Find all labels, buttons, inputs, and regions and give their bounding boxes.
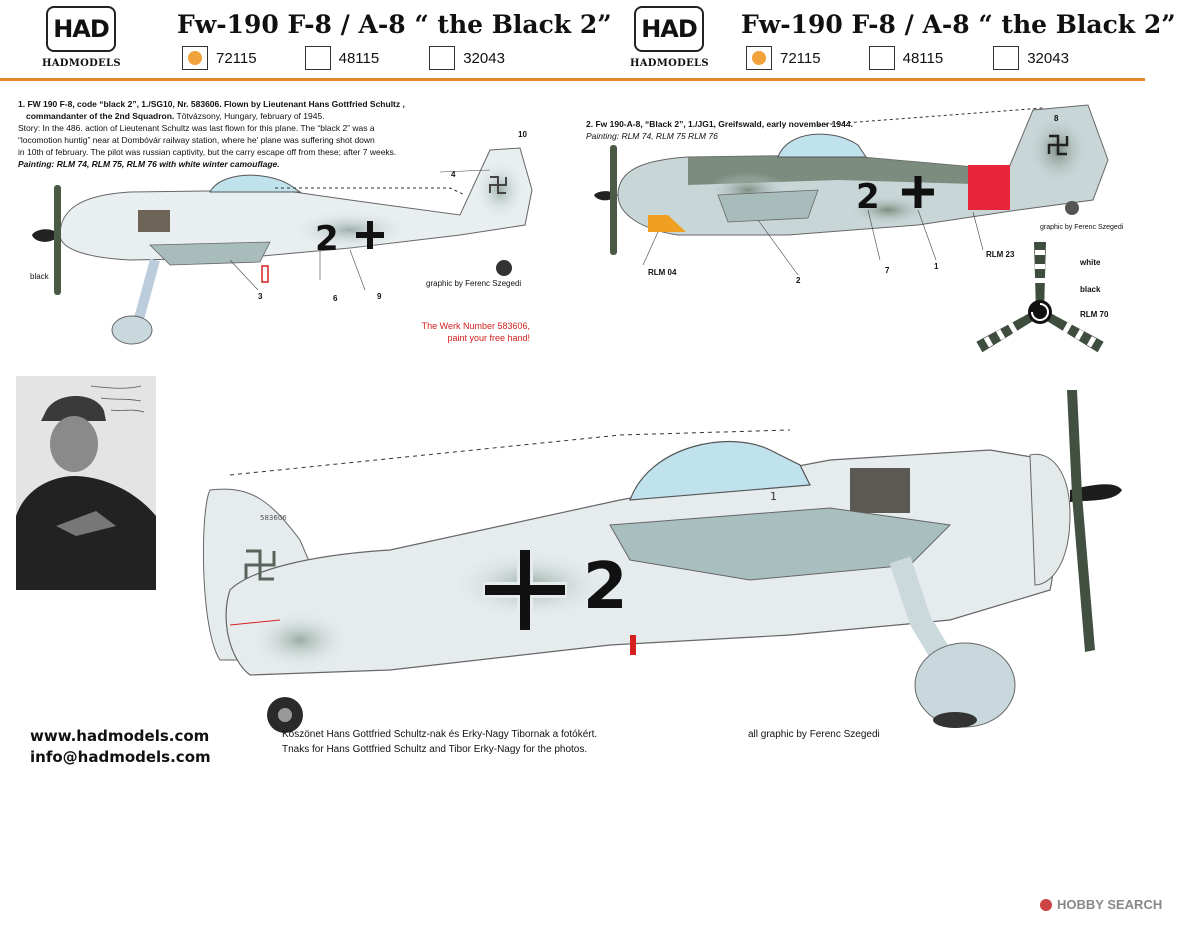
werk-number-note: The Werk Number 583606, paint your free … — [400, 320, 530, 344]
werk-number-line1: The Werk Number 583606, — [421, 321, 530, 331]
scale-72-label: 72115 — [216, 49, 257, 67]
scale-32-checkbox-right[interactable] — [993, 46, 1020, 70]
scale-48-checkbox-right[interactable] — [868, 46, 895, 70]
p2-callout-1: 1 — [934, 262, 939, 271]
p1-callout-10: 10 — [518, 130, 527, 139]
page-title-left: Fw-190 F-8 / A-8 “ the Black 2” — [177, 10, 612, 39]
prop-label-black: black — [1080, 285, 1101, 294]
photo-credits: Köszönet Hans Gottfried Schultz-nak és E… — [282, 727, 597, 757]
scale-selector-left: 72115 48115 32043 — [182, 46, 505, 70]
profile2-title: 2. Fw 190-A-8, “Black 2”, 1./JG1, Greifs… — [586, 119, 853, 129]
had-logo-subtitle-right: HADMODELS — [630, 58, 709, 69]
profile1-caption: 1. FW 190 F-8, code “black 2”, 1./SG10, … — [18, 98, 538, 170]
scale-48-checkbox[interactable] — [304, 46, 331, 70]
main-serial: 583606 — [260, 514, 287, 522]
p1-callout-6: 6 — [333, 294, 338, 303]
profile1-story-1: Story: In the 486. action of Lieutenant … — [18, 123, 375, 133]
p2-rlm23: RLM 23 — [986, 250, 1015, 259]
scale-selector-right: 72115 48115 32043 — [746, 46, 1069, 70]
email-link[interactable]: info@hadmodels.com — [30, 748, 211, 766]
pilot-photo — [16, 376, 156, 590]
scale-48-label: 48115 — [338, 49, 380, 67]
p2-rlm04: RLM 04 — [648, 268, 677, 277]
scale-72-label-right: 72115 — [780, 49, 821, 67]
had-logo-mark: HAD — [46, 6, 116, 52]
werk-number-line2: paint your free hand! — [447, 333, 530, 343]
all-graphic-credit: all graphic by Ferenc Szegedi — [748, 729, 880, 740]
thanks-hungarian: Köszönet Hans Gottfried Schultz-nak és E… — [282, 729, 598, 740]
website-link[interactable]: www.hadmodels.com — [30, 727, 210, 745]
p1-callout-4: 4 — [451, 170, 456, 179]
profile2-painting: Painting: RLM 74, RLM 75 RLM 76 — [586, 131, 718, 141]
main-code: 2 — [583, 550, 628, 624]
page-title-right: Fw-190 F-8 / A-8 “ the Black 2” — [741, 10, 1176, 39]
prop-label-white: white — [1080, 258, 1101, 267]
prop-label-rlm70: RLM 70 — [1080, 310, 1109, 319]
scale-32-checkbox[interactable] — [429, 46, 456, 70]
hobbysearch-logo-icon — [1040, 898, 1052, 911]
profile2-aircraft: 2 — [594, 104, 1109, 276]
profile1-story-3: in 10th of february. The pilot was russi… — [18, 147, 397, 157]
profile2-caption: 2. Fw 190-A-8, “Black 2”, 1./JG1, Greifs… — [586, 118, 886, 142]
profile1-title: 1. FW 190 F-8, code “black 2”, 1./SG10, … — [18, 99, 405, 109]
p2-callout-7: 7 — [885, 266, 890, 275]
profile1-painting: Painting: RLM 74, RLM 75, RLM 76 with wh… — [18, 159, 280, 169]
p2-credit: graphic by Ferenc Szegedi — [1040, 224, 1124, 231]
scale-32-label-right: 32043 — [1027, 49, 1069, 67]
propeller-diagram — [976, 242, 1104, 353]
profile1-aircraft: 2 — [32, 147, 533, 345]
profile1-title-line2: commandanter of the 2nd Squadron. — [26, 111, 175, 121]
profile1-place: Tötvázsony, Hungary, february of 1945. — [176, 111, 325, 121]
scale-32-label: 32043 — [463, 49, 505, 67]
had-logo-subtitle: HADMODELS — [42, 58, 121, 69]
p1-callout-9: 9 — [377, 292, 382, 301]
main-callout-1: 1 — [770, 490, 777, 503]
p1-label-black: black — [30, 272, 49, 281]
p1-credit: graphic by Ferenc Szegedi — [426, 279, 522, 288]
scale-72-checkbox[interactable] — [182, 46, 208, 70]
profile1-code: 2 — [315, 219, 339, 259]
thanks-english: Tnaks for Hans Gottfried Schultz and Tib… — [282, 744, 588, 755]
main-aircraft-profile: 2 1 583606 — [202, 390, 1122, 733]
scale-72-checkbox-right[interactable] — [746, 46, 772, 70]
watermark: HOBBY SEARCH — [1040, 897, 1162, 912]
selected-dot-icon — [188, 51, 202, 65]
had-logo-mark-right: HAD — [634, 6, 704, 52]
p2-callout-8: 8 — [1054, 114, 1059, 123]
header-divider — [0, 78, 1145, 81]
profile1-story-2: “locomotion huntig” near at Dombóvár rai… — [18, 135, 375, 145]
watermark-text: HOBBY SEARCH — [1057, 897, 1163, 912]
p2-callout-2: 2 — [796, 276, 801, 285]
scale-48-label-right: 48115 — [902, 49, 944, 67]
p1-callout-3: 3 — [258, 292, 263, 301]
had-logo-right: HAD HADMODELS — [630, 6, 709, 69]
profile2-code: 2 — [856, 177, 880, 217]
had-logo: HAD HADMODELS — [42, 6, 121, 69]
selected-dot-icon — [752, 51, 766, 65]
